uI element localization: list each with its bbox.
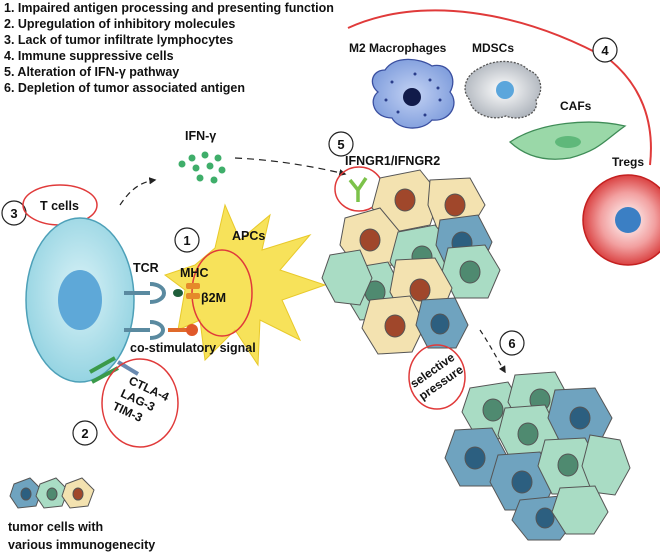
inhibitory-highlight	[101, 358, 179, 448]
m2-macrophages-label: M2 Macrophages	[349, 41, 447, 55]
marker-5-text: 5	[337, 137, 344, 152]
mdsc-nucleus	[496, 81, 514, 99]
suppressive-bracket-line	[347, 9, 611, 61]
ifngr-receptor	[348, 177, 368, 202]
caf-nucleus	[555, 136, 581, 148]
legend-item-3: 3. Lack of tumor infiltrate lymphocytes	[4, 33, 233, 47]
legend-item-5: 5. Alteration of IFN-γ pathway	[4, 65, 179, 79]
marker-5-circle	[328, 131, 354, 157]
legend-list: 1. Impaired antigen processing and prese…	[4, 1, 334, 95]
suppressive-bracket-line-2	[609, 59, 652, 166]
legend-item-4: 4. Immune suppressive cells	[4, 49, 174, 63]
apcs-label: APCs	[232, 229, 265, 243]
mhc-label: MHC	[180, 266, 208, 280]
mdscs-label: MDSCs	[472, 41, 514, 55]
costim-ligand	[186, 324, 198, 336]
marker-4-circle	[592, 37, 618, 63]
marker-2-circle	[72, 420, 98, 446]
mhc-molecule-b	[186, 293, 200, 299]
marker-1-text: 1	[183, 233, 190, 248]
selective-pressure-highlight	[408, 344, 466, 410]
marker-6-circle	[499, 330, 525, 356]
tumor-legend-line-2: various immunogenecity	[8, 538, 155, 552]
cafs-label: CAFs	[560, 99, 592, 113]
inhibitory-labels: CTLA-4 LAG-3 TIM-3	[110, 373, 171, 425]
legend-item-2: 2. Upregulation of inhibitory molecules	[4, 17, 235, 31]
ifn-to-receptor-arrow	[234, 157, 347, 177]
tumor-legend-icons	[9, 477, 95, 509]
ifngr-label: IFNGR1/IFNGR2	[345, 154, 440, 168]
ifn-gamma-label: IFN-γ	[185, 129, 216, 143]
m2-macrophage-nucleus	[403, 88, 421, 106]
apc-cell	[163, 203, 327, 367]
mhc-molecule-a	[186, 283, 200, 289]
t-cell-nucleus	[58, 270, 102, 330]
tumor-legend-line-1: tumor cells with	[8, 520, 103, 534]
legend-item-1: 1. Impaired antigen processing and prese…	[4, 1, 334, 15]
tregs-label: Tregs	[612, 155, 644, 169]
tumor-cluster-2	[444, 371, 631, 541]
inhibitory-ligand	[116, 360, 140, 376]
tcr-label: TCR	[133, 261, 159, 275]
marker-2-text: 2	[81, 426, 88, 441]
t-cells-label: T cells	[40, 199, 79, 213]
tcr-receptor	[124, 282, 167, 304]
costim-receptor	[124, 320, 166, 340]
selective-pressure-labels: selective pressure	[408, 350, 466, 403]
costim-label: co-stimulatory signal	[130, 341, 256, 355]
legend-item-6: 6. Depletion of tumor associated antigen	[4, 81, 245, 95]
antigen-peptide	[173, 289, 183, 297]
treg-nucleus	[615, 207, 641, 233]
selection-arrow	[479, 329, 506, 374]
b2m-label: β2M	[201, 291, 226, 305]
marker-4-text: 4	[601, 43, 609, 58]
marker-6-text: 6	[508, 336, 515, 351]
m2-macrophage-granules	[384, 72, 442, 117]
marker-1-circle	[174, 227, 200, 253]
ifn-gamma-dots	[178, 151, 226, 184]
tumor-cluster-1	[321, 169, 501, 355]
marker-3-text: 3	[10, 206, 17, 221]
tcell-to-ifn-arrow	[119, 177, 157, 206]
